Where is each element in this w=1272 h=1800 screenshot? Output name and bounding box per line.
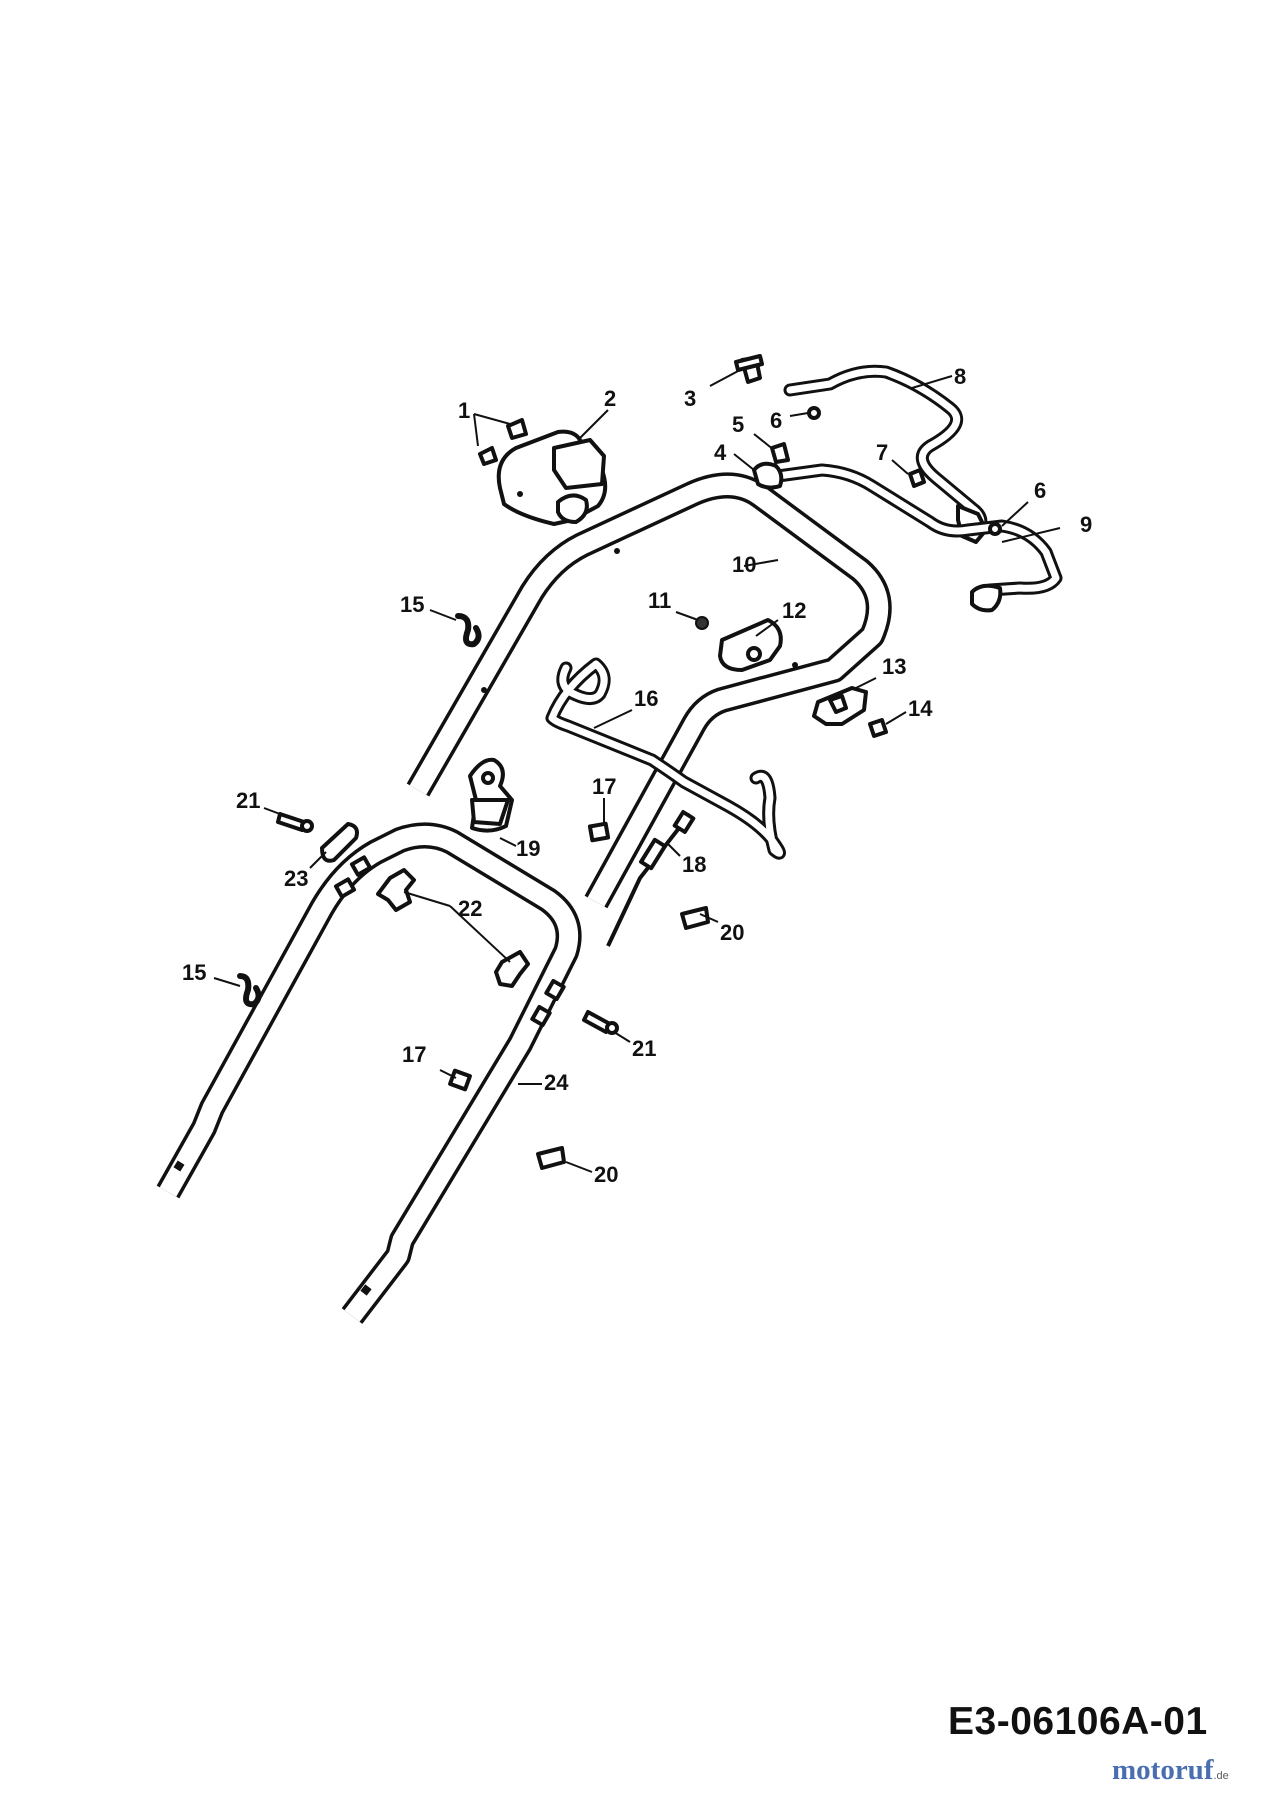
callout-17: 17 (592, 774, 616, 799)
bracket-part-23 (320, 822, 359, 863)
star-knob-part-22 (376, 868, 416, 912)
callout-13: 13 (882, 654, 906, 679)
callout-17b: 17 (402, 1042, 426, 1067)
nut-part-11 (695, 616, 709, 630)
callout-23: 23 (284, 866, 308, 891)
callout-3: 3 (684, 386, 696, 411)
callout-14: 14 (908, 696, 933, 721)
bolt-part-21 (276, 812, 314, 833)
callout-20: 20 (720, 920, 744, 945)
callout-16: 16 (634, 686, 658, 711)
lower-handle-part-24 (156, 822, 582, 1324)
brand-watermark: motoruf.de (1112, 1754, 1229, 1787)
knob-part-4 (752, 461, 784, 490)
clip-part-15 (455, 613, 482, 648)
screw-part-5 (770, 442, 790, 464)
callout-5: 5 (732, 412, 744, 437)
callout-6: 6 (770, 408, 782, 433)
callout-10: 10 (732, 552, 756, 577)
switch-part-13 (812, 686, 868, 726)
callout-19: 19 (516, 836, 540, 861)
screw-part-7 (908, 468, 926, 488)
callout-15b: 15 (182, 960, 206, 985)
handle-cover-part-2 (496, 429, 608, 526)
control-rod-part-9 (771, 463, 1063, 613)
spacer-part-17b (448, 1068, 472, 1092)
cable-part-16 (545, 657, 786, 860)
callout-22: 22 (458, 896, 482, 921)
callout-20b: 20 (594, 1162, 618, 1187)
brand-suffix: .de (1213, 1770, 1229, 1782)
callout-6b: 6 (1034, 478, 1046, 503)
callout-21: 21 (236, 788, 260, 813)
callout-2: 2 (604, 386, 616, 411)
callout-1: 1 (458, 398, 470, 423)
leader-lines (213, 369, 1061, 1173)
brand-name: motoruf (1112, 1754, 1214, 1786)
callout-18: 18 (682, 852, 706, 877)
callout-21b: 21 (632, 1036, 656, 1061)
clip-part-15b (237, 973, 262, 1008)
bracket-part-19 (468, 757, 514, 833)
pin-part-3 (734, 354, 764, 384)
plate-part-20b (536, 1146, 566, 1170)
clamp-part-12 (718, 618, 783, 672)
callout-9: 9 (1080, 512, 1092, 537)
star-knob-part-22b (494, 950, 530, 988)
callout-24: 24 (544, 1070, 569, 1095)
callout-15: 15 (400, 592, 424, 617)
plate-part-20 (680, 906, 710, 930)
callout-7: 7 (876, 440, 888, 465)
callout-12: 12 (782, 598, 806, 623)
bolt-part-21b (582, 1010, 619, 1035)
cable-part-18 (606, 810, 696, 947)
diagram-code: E3-06106A-01 (948, 1700, 1208, 1743)
callout-11: 11 (648, 588, 671, 613)
spacer-part-17 (587, 821, 611, 843)
screw-part-14 (868, 718, 888, 738)
callout-labels: 1 2 3 4 5 6 6 7 8 9 10 11 12 13 14 15 15… (182, 364, 1092, 1187)
upper-handle-part-10 (406, 472, 892, 909)
callout-8: 8 (954, 364, 966, 389)
washer-part-6b (988, 522, 1002, 536)
washer-part-6 (807, 406, 821, 420)
callout-4: 4 (714, 440, 727, 465)
screw-part-1 (478, 418, 528, 466)
